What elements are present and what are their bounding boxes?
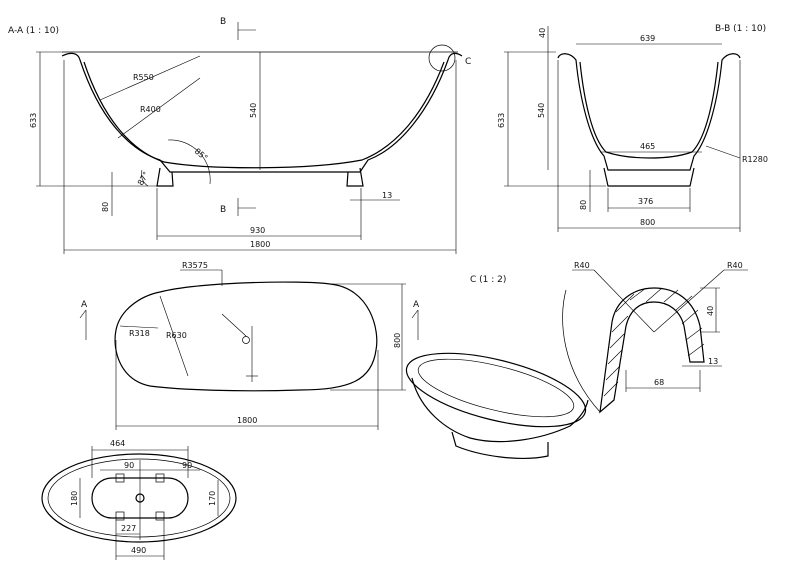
bb-foot <box>603 167 695 187</box>
base-dim-227: 227 <box>121 524 136 533</box>
base-dim-90-right: 90 <box>182 461 192 470</box>
bb-r1280-leader <box>705 145 741 159</box>
aa-dim-13: 13 <box>382 191 392 200</box>
callout-c-circle <box>428 44 456 72</box>
iso-rim-outer <box>405 352 587 428</box>
plan-r318-leader <box>119 325 159 329</box>
aa-right-foot <box>346 167 364 187</box>
detail-c-boundary <box>562 289 601 413</box>
detail-c-hatch <box>603 287 705 397</box>
aa-left-foot <box>156 167 174 187</box>
section-aa-view: A-A (1 : 10) C B B 633 540 R550 R400 <box>8 17 471 254</box>
base-dim-180: 180 <box>70 491 79 506</box>
aa-dim-633: 633 <box>29 113 38 128</box>
bb-dim-80: 80 <box>579 200 588 210</box>
base-dim-464: 464 <box>110 439 125 448</box>
aa-r400-leader <box>117 77 201 139</box>
aa-angle-87-arc <box>141 169 149 187</box>
bb-dim-465: 465 <box>640 142 655 151</box>
aa-r550: R550 <box>133 73 154 82</box>
plan-dim-1800: 1800 <box>237 416 257 425</box>
bb-inner-shell <box>579 61 719 159</box>
base-slot-left-bottom <box>115 511 125 521</box>
plan-drain-circle <box>242 336 250 344</box>
plan-outline <box>114 281 378 392</box>
aa-angle-85: 85° <box>193 147 210 163</box>
base-slot-right-bottom <box>155 511 165 521</box>
plan-r3575: R3575 <box>182 261 208 270</box>
detail-r40-left-leader <box>593 269 655 333</box>
section-aa-title: A-A (1 : 10) <box>8 26 59 36</box>
aa-cut-b-bottom-label: B <box>220 205 226 215</box>
aa-angle-87: 87° <box>136 170 151 187</box>
plan-r318: R318 <box>129 329 150 338</box>
plan-section-a-left-arrow <box>79 309 87 319</box>
bb-r1280: R1280 <box>742 155 768 164</box>
section-bb-title: B-B (1 : 10) <box>715 24 766 34</box>
plan-section-a-right-arrow <box>411 309 419 319</box>
aa-dim-80: 80 <box>101 202 110 212</box>
aa-dim-930: 930 <box>250 226 265 235</box>
bb-dim-376: 376 <box>638 197 653 206</box>
base-slot-left <box>115 473 125 483</box>
bb-dim-40: 40 <box>538 28 547 38</box>
detail-c-view: C (1 : 2) R40 R40 4 <box>470 261 748 414</box>
base-dim-170: 170 <box>208 491 217 506</box>
detail-c-profile <box>599 287 705 414</box>
section-bb-view: B-B (1 : 10) 40 639 633 540 465 R1280 80 <box>497 24 768 232</box>
aa-outer-shell <box>61 52 463 173</box>
base-dim-490: 490 <box>131 546 146 555</box>
iso-body <box>411 377 589 443</box>
bb-dim-639: 639 <box>640 34 655 43</box>
base-outer-ellipse <box>41 453 237 543</box>
detail-r40-right: R40 <box>727 261 743 270</box>
iso-rim-inner <box>417 358 575 418</box>
base-plan-view: 464 90 90 180 170 227 490 <box>41 439 237 560</box>
bb-dim-540: 540 <box>537 103 546 118</box>
detail-dim-13: 13 <box>708 357 718 366</box>
plan-r630-leader <box>159 295 189 377</box>
plan-view: R3575 R318 R630 A A 800 1800 <box>79 261 420 430</box>
aa-dim-1800: 1800 <box>250 240 270 249</box>
iso-base <box>451 431 549 459</box>
aa-dim-540: 540 <box>249 103 258 118</box>
plan-section-a-right-label: A <box>413 300 420 310</box>
aa-inner-shell <box>83 61 445 169</box>
aa-callout-c: C <box>465 57 471 67</box>
plan-r630: R630 <box>166 331 187 340</box>
base-inner-ellipse <box>47 458 231 538</box>
plan-drain-leader <box>221 313 247 337</box>
detail-dim-68: 68 <box>654 378 664 387</box>
base-slot-right <box>155 473 165 483</box>
detail-dim-40: 40 <box>706 306 715 316</box>
bb-dim-800: 800 <box>640 218 655 227</box>
bb-outer-shell <box>557 53 741 171</box>
aa-cut-b-top-label: B <box>220 17 226 27</box>
plan-section-a-left-label: A <box>81 300 88 310</box>
detail-r40-right-leader <box>653 269 725 333</box>
bb-dim-633: 633 <box>497 113 506 128</box>
base-dim-90-left: 90 <box>124 461 134 470</box>
plan-dim-800: 800 <box>393 333 402 348</box>
detail-c-title: C (1 : 2) <box>470 275 506 285</box>
aa-r400: R400 <box>140 105 161 114</box>
aa-angle-85-arc <box>167 139 211 185</box>
aa-r550-leader <box>99 55 201 101</box>
iso-view <box>405 352 589 459</box>
detail-r40-left: R40 <box>574 261 590 270</box>
